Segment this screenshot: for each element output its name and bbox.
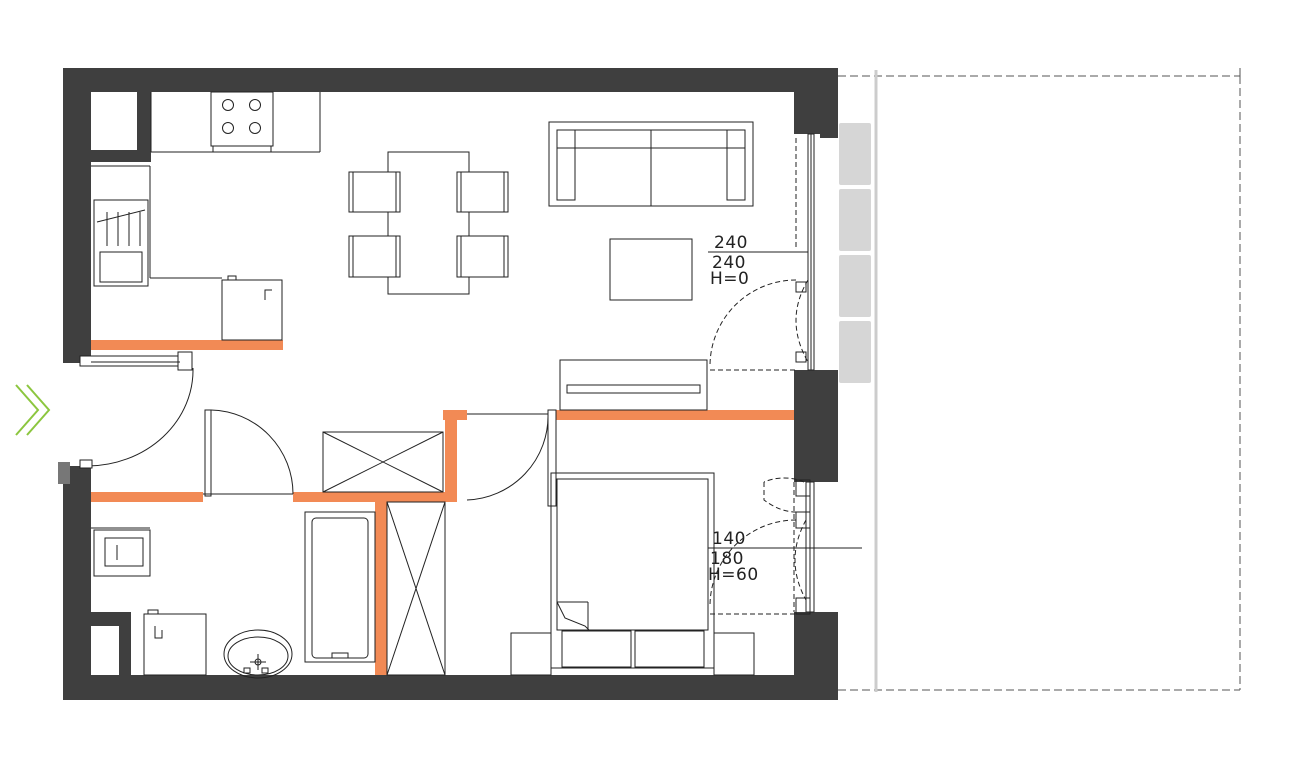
double-chevron-right-icon <box>15 384 51 436</box>
bathroom-fixtures <box>91 511 376 679</box>
living-window <box>709 133 815 371</box>
entrance-door <box>79 351 194 469</box>
sofa <box>548 121 754 207</box>
partitions <box>91 340 794 675</box>
terrace-panels <box>839 123 871 383</box>
living-window-sill: H=0 <box>710 269 750 289</box>
exterior-walls <box>63 68 838 700</box>
living-window-width: 240 <box>714 233 748 253</box>
terrace <box>838 68 1241 691</box>
bed <box>510 472 755 676</box>
bathroom-door <box>203 409 294 497</box>
bedroom-door <box>466 409 557 507</box>
living-window-height: 240 <box>712 253 746 273</box>
bedroom-window-label: 140 180 H=60 <box>708 529 759 585</box>
kitchen <box>91 91 321 341</box>
dining-table <box>348 151 509 295</box>
bedroom-window-sill: H=60 <box>708 565 759 585</box>
wardrobe <box>322 431 446 676</box>
bedroom-window-height: 180 <box>710 549 744 569</box>
coffee-table <box>609 238 693 301</box>
door-jamb <box>58 462 70 484</box>
bedroom-window-width: 140 <box>712 529 746 549</box>
bedroom-window <box>709 477 815 615</box>
tv-cabinet <box>559 359 708 411</box>
living-window-label: 240 240 H=0 <box>710 233 749 289</box>
